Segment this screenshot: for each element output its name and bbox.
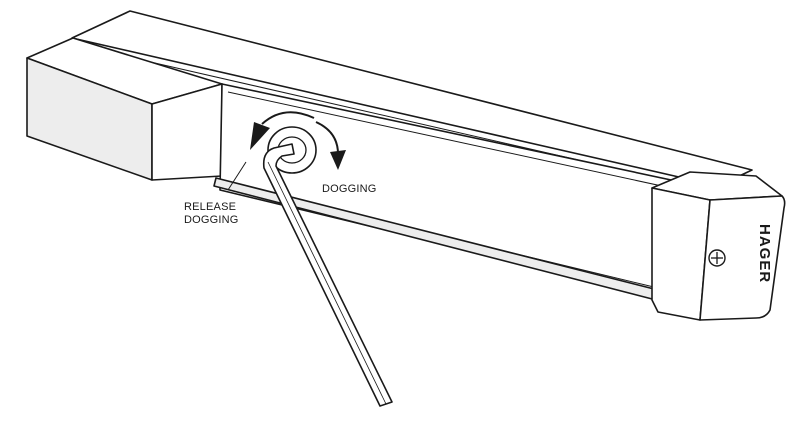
pushbar-upper-edge-line bbox=[227, 91, 709, 197]
dogging-callout-label: DOGGING bbox=[322, 183, 377, 195]
hex-key-tool bbox=[262, 143, 393, 407]
phillips-screw-icon bbox=[708, 249, 726, 267]
clockwise-arrow-icon bbox=[315, 121, 346, 170]
top-mounting-rail bbox=[71, 10, 753, 187]
release-callout-label-line1: RELEASE bbox=[184, 201, 236, 213]
right-end-cap-face bbox=[699, 195, 786, 321]
release-callout-leader bbox=[227, 161, 247, 191]
counterclockwise-arrow-icon bbox=[250, 111, 315, 150]
right-end-cap-front bbox=[651, 187, 711, 321]
brand-logo-text: HAGER bbox=[756, 224, 773, 283]
release-callout-label-line2: DOGGING bbox=[184, 214, 239, 226]
